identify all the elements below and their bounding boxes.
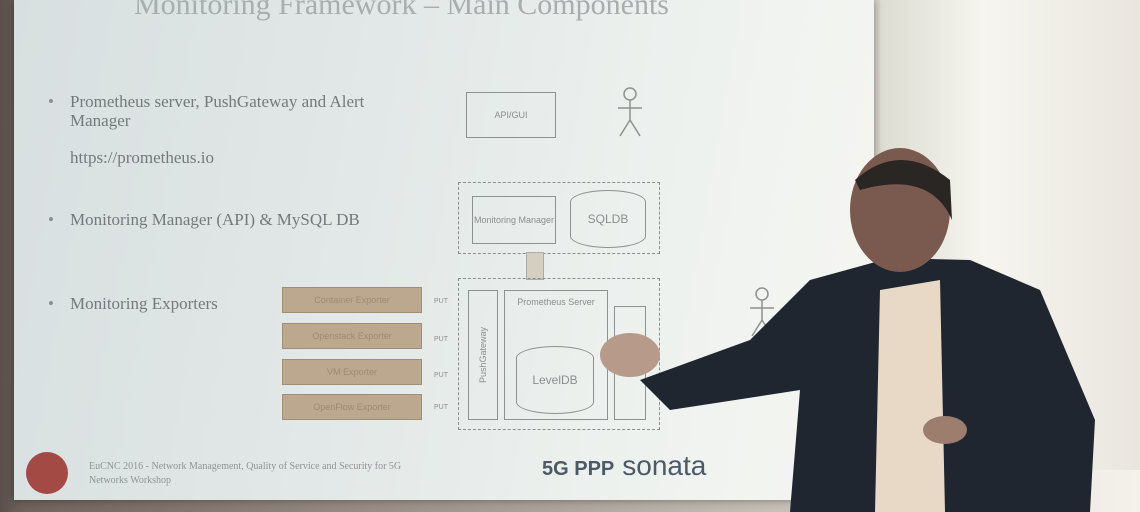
slide-footer: EuCNC 2016 - Network Management, Quality… xyxy=(89,461,402,486)
exporter-box: VM Exporter xyxy=(282,359,422,385)
monitoring-manager-box: Monitoring Manager xyxy=(472,196,556,244)
put-label: PUT xyxy=(434,404,448,411)
user-actor-icon xyxy=(618,87,642,137)
put-label: PUT xyxy=(434,372,448,379)
exporter-box: OpenFlow Exporter xyxy=(282,394,422,420)
slide-title: Monitoring Framework – Main Components xyxy=(134,0,669,21)
bullet-monitoring-manager: Monitoring Manager (API) & MySQL DB xyxy=(48,210,360,229)
bullet-prometheus: Prometheus server, PushGateway and Alert… xyxy=(48,92,420,130)
projected-slide: Monitoring Framework – Main Components P… xyxy=(14,0,874,500)
operator-actor-icon xyxy=(750,287,774,337)
api-gui-box: API/GUI xyxy=(466,92,556,138)
5gppp-logo: 5G PPP xyxy=(542,458,615,480)
exporter-box: Container Exporter xyxy=(282,287,422,313)
exporter-box: Openstack Exporter xyxy=(282,323,422,349)
sonata-logo: SONATA xyxy=(622,450,707,481)
prometheus-link: https://prometheus.io xyxy=(70,148,215,167)
presenter xyxy=(600,148,1095,512)
manager-group xyxy=(458,182,660,254)
connection-arrow xyxy=(526,252,544,280)
leveldb-cylinder: LevelDB xyxy=(516,346,594,414)
bullet-exporters: Monitoring Exporters xyxy=(48,294,218,313)
pushgateway-box: PushGateway xyxy=(468,290,498,420)
page-number-badge xyxy=(26,452,68,494)
logos: 5G PPP SONATA xyxy=(542,450,706,482)
put-label: PUT xyxy=(434,336,448,343)
put-label: PUT xyxy=(434,298,448,305)
sqldb-cylinder: SQLDB xyxy=(570,190,646,248)
